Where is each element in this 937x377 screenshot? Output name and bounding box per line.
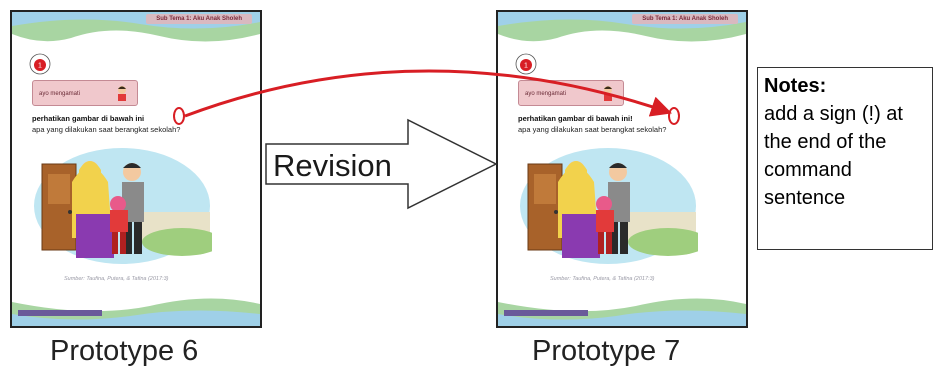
prototype-7-page: Sub Tema 1: Aku Anak Sholeh 1 ayo mengam…	[496, 10, 748, 328]
sub-theme-label: Sub Tema 1: Aku Anak Sholeh	[632, 14, 738, 24]
family-illustration	[520, 148, 698, 264]
activity-banner: ayo mengamati	[518, 80, 624, 106]
prototype-7-caption: Prototype 7	[532, 335, 681, 367]
notes-box: Notes: add a sign (!) at the end of the …	[757, 67, 933, 250]
lesson-badge-icon: 1	[29, 53, 51, 75]
lesson-number: 1	[524, 63, 528, 70]
image-source-caption: Sumber: Taufina, Putera, & Tafina (2017:…	[64, 276, 169, 282]
family-illustration	[34, 148, 212, 264]
activity-label: ayo mengamati	[39, 91, 81, 97]
instruction-text: perhatikan gambar di bawah ini!	[518, 114, 633, 123]
lesson-badge-icon: 1	[515, 53, 537, 75]
prototype-6-caption: Prototype 6	[50, 335, 199, 367]
lesson-number: 1	[38, 63, 42, 70]
activity-banner: ayo mengamati	[32, 80, 138, 106]
activity-label: ayo mengamati	[525, 91, 567, 97]
instruction-text: perhatikan gambar di bawah ini	[32, 114, 145, 123]
footer-tag	[18, 310, 102, 316]
bottom-decorative-band	[12, 298, 260, 326]
question-text: apa yang dilakukan saat berangkat sekola…	[32, 125, 181, 134]
revision-label: Revision	[273, 148, 392, 183]
sub-theme-label: Sub Tema 1: Aku Anak Sholeh	[146, 14, 252, 24]
revision-arrow-icon	[265, 118, 498, 210]
notes-title: Notes:	[764, 75, 827, 97]
prototype-6-page: Sub Tema 1: Aku Anak Sholeh 1 ayo mengam…	[10, 10, 262, 328]
image-source-caption: Sumber: Taufina, Putera, & Tafina (2017:…	[550, 276, 655, 282]
child-icon	[118, 86, 126, 101]
notes-body: add a sign (!) at the end of the command…	[764, 103, 903, 209]
footer-tag	[504, 310, 588, 316]
question-text: apa yang dilakukan saat berangkat sekola…	[518, 125, 667, 134]
bottom-decorative-band	[498, 298, 746, 326]
child-icon	[604, 86, 612, 101]
